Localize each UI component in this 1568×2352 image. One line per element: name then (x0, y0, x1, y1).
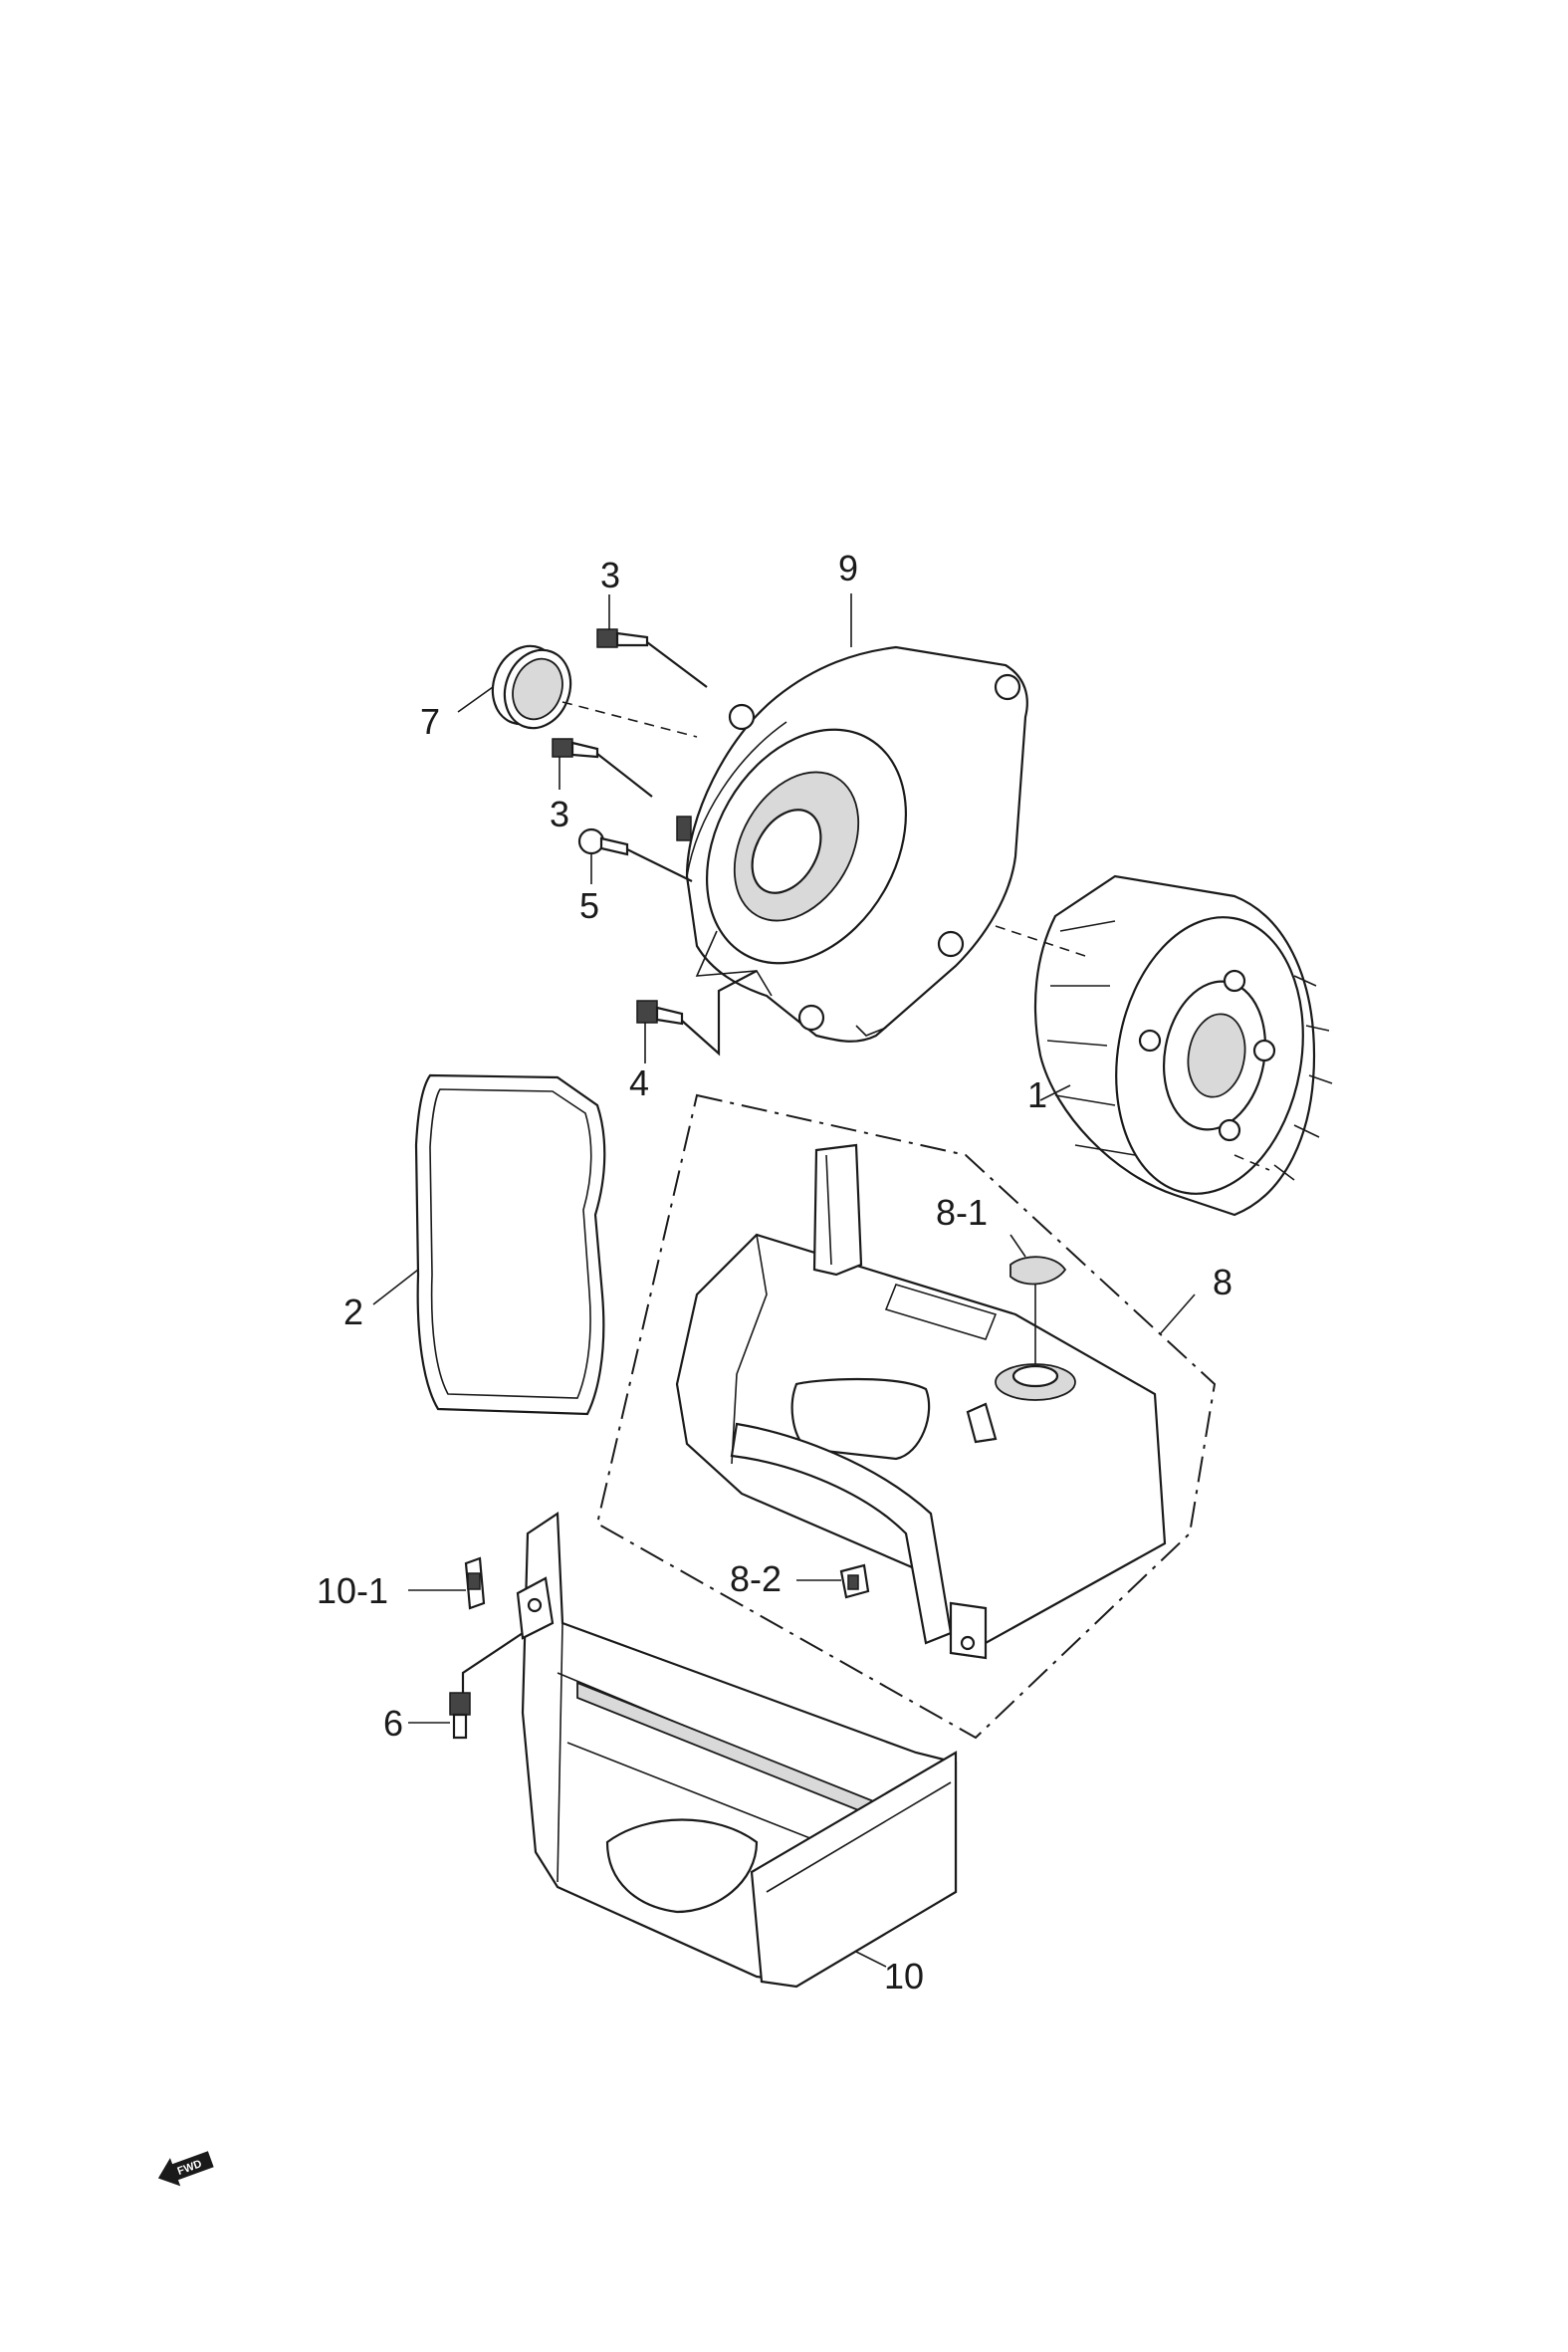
screw-part-6 (449, 1692, 471, 1740)
label-8-2: 8-2 (730, 1558, 782, 1599)
screw-part-3-upper (596, 628, 649, 648)
gasket-part-2 (414, 1073, 606, 1416)
part-labels: 3 9 7 3 5 4 1 2 8-1 8 10-1 8-2 6 10 (317, 548, 1232, 1997)
label-8: 8 (1213, 1262, 1232, 1302)
screw-part-5 (577, 827, 629, 856)
fwd-arrow-icon (157, 2151, 214, 2187)
label-3-lower: 3 (550, 794, 569, 834)
label-1: 1 (1027, 1074, 1047, 1115)
lower-cover-part-10 (516, 1512, 958, 1989)
label-7: 7 (420, 701, 440, 742)
fwd-direction-badge: FWD (157, 2151, 214, 2187)
label-8-1: 8-1 (936, 1192, 988, 1233)
label-10: 10 (884, 1956, 924, 1997)
clip-part-8-2 (839, 1563, 870, 1599)
label-2: 2 (343, 1292, 363, 1332)
cap-ring-part-7 (491, 644, 572, 730)
label-3-upper: 3 (600, 555, 620, 595)
flywheel-part-1 (1033, 874, 1333, 1217)
label-10-1: 10-1 (317, 1570, 388, 1611)
label-9: 9 (838, 548, 858, 588)
cap-part-8-1 (1009, 1256, 1067, 1286)
label-4: 4 (629, 1062, 649, 1103)
upper-cover-part-8 (595, 1093, 1217, 1740)
screw-part-4 (636, 1000, 684, 1026)
fan-housing-part-9 (676, 645, 1028, 1043)
clip-part-10-1 (464, 1556, 486, 1610)
label-5: 5 (579, 885, 599, 926)
label-6: 6 (383, 1703, 403, 1744)
screw-part-3-lower (552, 738, 599, 759)
